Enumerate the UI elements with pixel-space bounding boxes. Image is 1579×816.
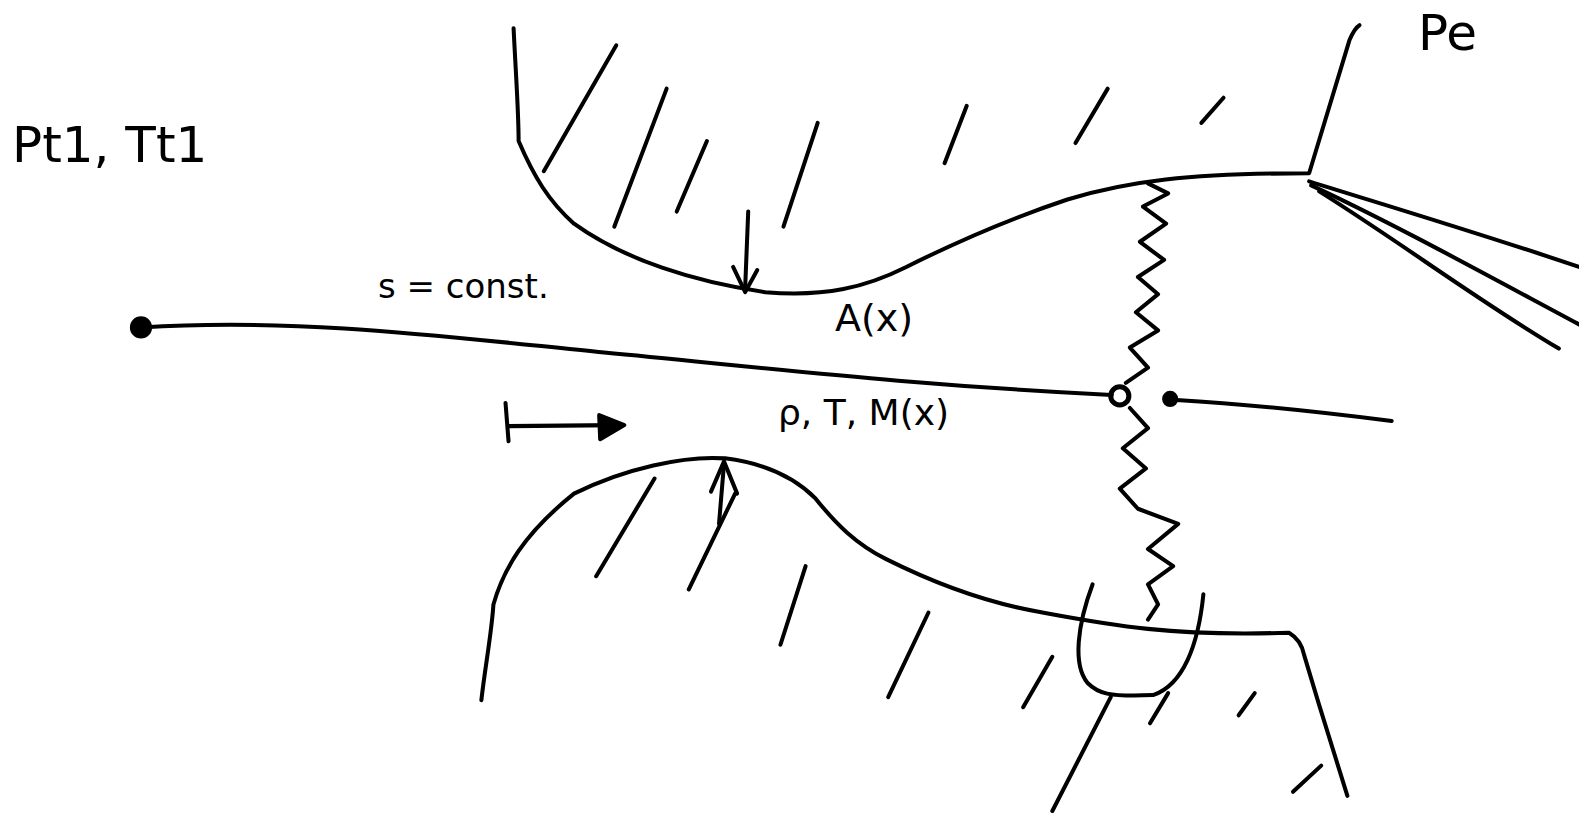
lower-wall xyxy=(481,458,1347,796)
formula-label: ρ, T, M(x) xyxy=(778,393,949,433)
upper-wall xyxy=(514,25,1360,293)
area-arrows xyxy=(711,212,757,524)
flow-arrow xyxy=(506,403,625,441)
probe xyxy=(1052,584,1203,811)
formula-label: Pt1, Tt1 xyxy=(12,118,207,173)
streamline xyxy=(132,318,1392,421)
formula-label: Pe xyxy=(1418,6,1477,61)
exhaust-jet xyxy=(1309,181,1579,348)
formula-label: s = const. xyxy=(378,268,549,305)
formula-label: A(x) xyxy=(835,298,913,340)
hatching xyxy=(544,45,1321,791)
